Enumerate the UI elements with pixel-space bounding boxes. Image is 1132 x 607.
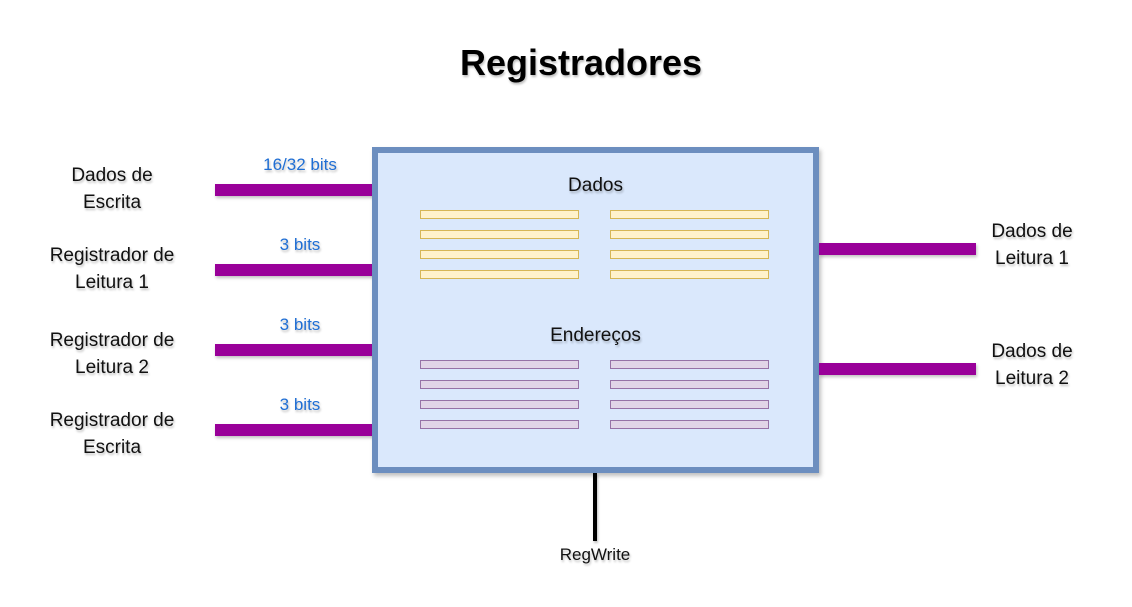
data-register-cell xyxy=(610,210,769,219)
output-label-read-data-1: Dados de Leitura 1 xyxy=(972,218,1092,272)
data-register-cell xyxy=(420,210,579,219)
input-label-line: Registrador de xyxy=(49,330,175,351)
data-register-cell xyxy=(420,230,579,239)
output-label-line: Leitura 1 xyxy=(995,248,1069,269)
input-label-line: Leitura 1 xyxy=(75,272,149,293)
bits-label-read-register-1: 3 bits xyxy=(279,235,321,254)
address-register-cell xyxy=(420,420,579,429)
wire-read-data-2 xyxy=(819,363,976,375)
input-label-read-register-2: Registrador de Leitura 2 xyxy=(22,327,202,381)
register-file-box: Dados Endereços xyxy=(372,147,819,473)
address-register-cell xyxy=(420,400,579,409)
data-section-label: Dados xyxy=(568,175,623,196)
data-register-cell xyxy=(610,230,769,239)
input-label-write-data: Dados de Escrita xyxy=(22,162,202,216)
data-register-cell xyxy=(610,250,769,259)
wire-read-register-1 xyxy=(215,264,373,276)
address-section-label: Endereços xyxy=(550,325,641,346)
input-label-line: Escrita xyxy=(82,437,142,458)
input-label-line: Leitura 2 xyxy=(75,357,149,378)
address-register-cell xyxy=(610,400,769,409)
output-label-line: Dados de xyxy=(991,221,1073,242)
wire-regwrite xyxy=(593,473,597,541)
input-label-line: Registrador de xyxy=(49,245,175,266)
wire-write-data xyxy=(215,184,373,196)
output-label-line: Dados de xyxy=(991,341,1073,362)
input-label-line: Dados de xyxy=(71,165,153,186)
wire-read-data-1 xyxy=(819,243,976,255)
bits-label-write-register: 3 bits xyxy=(279,395,321,414)
bits-label-read-register-2: 3 bits xyxy=(279,315,321,334)
data-register-cell xyxy=(420,270,579,279)
data-register-cell xyxy=(420,250,579,259)
output-label-read-data-2: Dados de Leitura 2 xyxy=(972,338,1092,392)
data-register-cell xyxy=(610,270,769,279)
input-label-read-register-1: Registrador de Leitura 1 xyxy=(22,242,202,296)
diagram-title: Registradores xyxy=(459,42,703,83)
address-register-cell xyxy=(420,360,579,369)
input-label-write-register: Registrador de Escrita xyxy=(22,407,202,461)
output-label-line: Leitura 2 xyxy=(995,368,1069,389)
address-register-cell xyxy=(610,360,769,369)
address-register-cell xyxy=(610,380,769,389)
regwrite-label: RegWrite xyxy=(559,545,631,564)
wire-write-register xyxy=(215,424,373,436)
wire-read-register-2 xyxy=(215,344,373,356)
address-register-cell xyxy=(610,420,769,429)
bits-label-write-data: 16/32 bits xyxy=(263,155,337,174)
input-label-line: Escrita xyxy=(82,192,142,213)
address-register-cell xyxy=(420,380,579,389)
input-label-line: Registrador de xyxy=(49,410,175,431)
